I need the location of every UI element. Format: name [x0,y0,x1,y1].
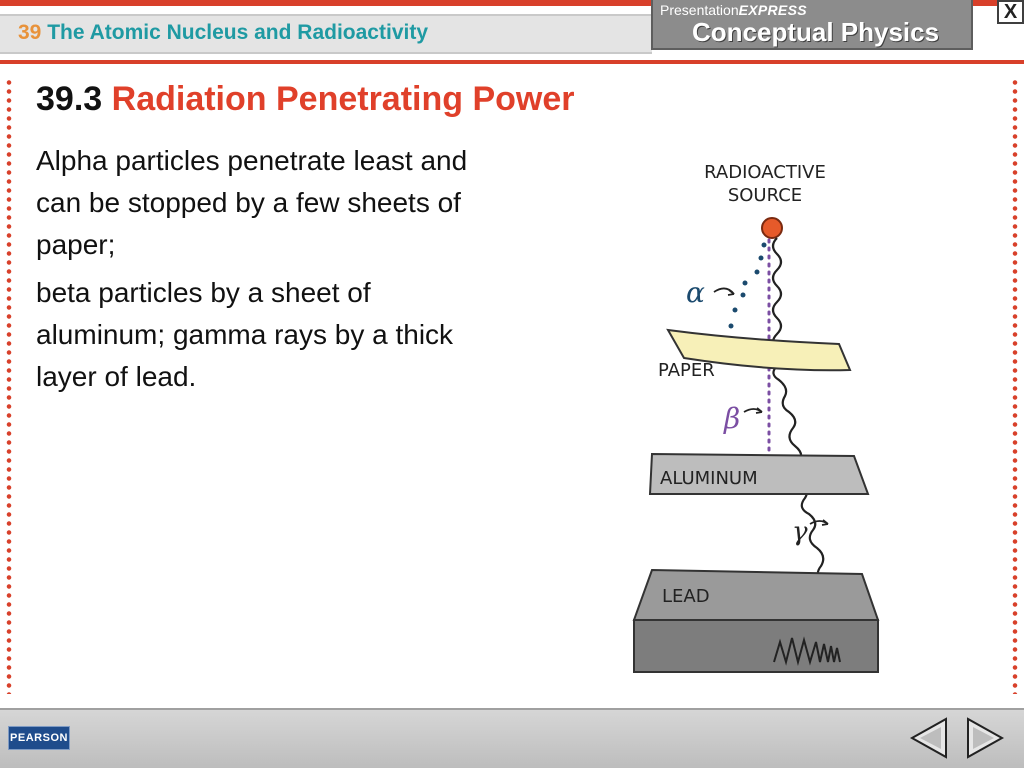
brand-box [651,0,973,50]
section-number: 39.3 [36,80,103,118]
right-dotted-border [1012,78,1018,694]
lead-block-front [633,619,879,673]
lead-scribble [773,636,841,666]
source-label-1: RADIOACTIVE [704,162,826,183]
close-button[interactable]: X [997,0,1024,24]
arrow-left-inner [920,727,941,749]
brand-prefix: PresentationEXPRESS [660,2,807,18]
brand-presentation: Presentation [660,2,739,18]
brand-title: Conceptual Physics [692,17,940,47]
alpha-symbol: α [686,276,705,309]
source-label-2: SOURCE [728,185,802,206]
bottom-bar [0,708,1024,768]
gamma-arrow-icon [809,519,829,526]
beta-symbol: β [723,402,740,435]
chapter-number: 39 [18,21,42,44]
section-title: Radiation Penetrating Power [111,80,575,118]
paragraph-beta-gamma: beta particles by a sheet of aluminum; g… [36,277,454,392]
paper-sheet [666,328,852,372]
paragraph-alpha: Alpha particles penetrate least and can … [36,145,468,260]
top-red-line [0,0,1024,6]
penetration-illustration: RADIOACTIVE SOURCE PAPER ALUMINUM LEAD α… [632,162,880,673]
left-dotted-border [6,78,12,694]
header-red-line [0,60,1024,64]
previous-slide-button[interactable] [908,716,950,760]
aluminum-sheet [648,452,870,495]
aluminum-label: ALUMINUM [660,468,758,489]
lead-label: LEAD [662,586,710,607]
arrow-right-inner [973,727,994,749]
brand-express: EXPRESS [738,2,807,18]
slide-title: 39.3 Radiation Penetrating Power [36,80,575,119]
radioactive-source-icon [761,217,783,239]
chapter-strip [0,14,652,54]
gamma-symbol: γ [792,517,808,547]
alpha-arrow-icon [713,287,735,296]
chapter-name: The Atomic Nucleus and Radioactivity [47,21,429,44]
beta-arrow-icon [743,407,763,414]
next-slide-button[interactable] [964,716,1006,760]
chapter-title: 39 The Atomic Nucleus and Radioactivity [18,21,428,45]
paper-label: PAPER [658,360,715,381]
pearson-logo: PEARSON [8,726,70,750]
